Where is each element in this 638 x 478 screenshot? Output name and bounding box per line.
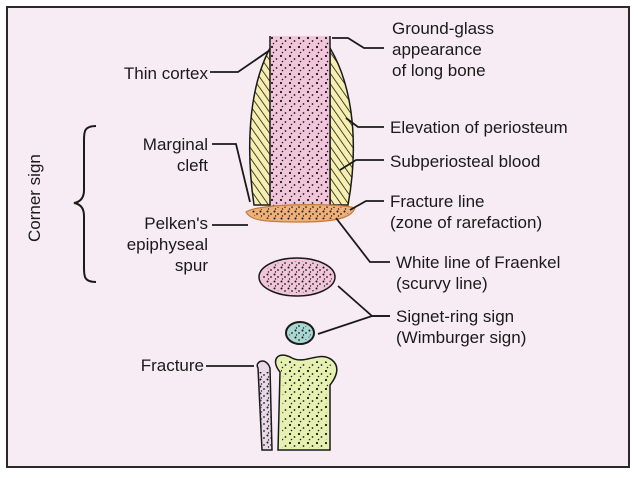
label-fracture-line: Fracture line (zone of rarefaction)	[390, 192, 543, 232]
label-thin-cortex: Thin cortex	[123, 64, 208, 83]
leader-marginal-cleft	[212, 143, 251, 203]
leader-subperiosteal	[339, 159, 384, 171]
leader-thin-cortex	[210, 49, 271, 73]
label-subperiosteal-blood: Subperiosteal blood	[390, 152, 541, 171]
label-marginal-cleft: Marginal cleft	[142, 135, 208, 175]
leader-signet-1	[337, 285, 390, 317]
leader-lines	[206, 37, 390, 367]
label-pelken-spur: Pelken's epiphyseal spur	[126, 214, 208, 275]
label-signet-ring: Signet-ring sign (Wimburger sign)	[396, 307, 527, 347]
label-ground-glass: Ground-glass appearance of long bone	[392, 19, 495, 80]
corner-sign-brace	[73, 125, 97, 283]
leader-elevation	[345, 117, 384, 128]
leader-fracture-line	[349, 200, 384, 211]
label-fracture: Fracture	[140, 356, 204, 375]
leader-signet-2	[317, 315, 390, 335]
leader-white-line	[335, 217, 390, 263]
label-elevation-periosteum: Elevation of periosteum	[390, 118, 568, 137]
subperiosteal-blood-left	[248, 47, 273, 206]
leader-ground-glass	[332, 37, 384, 49]
label-white-line-fraenkel: White line of Fraenkel (scurvy line)	[396, 253, 561, 293]
subperiosteal-blood-right	[329, 45, 355, 206]
